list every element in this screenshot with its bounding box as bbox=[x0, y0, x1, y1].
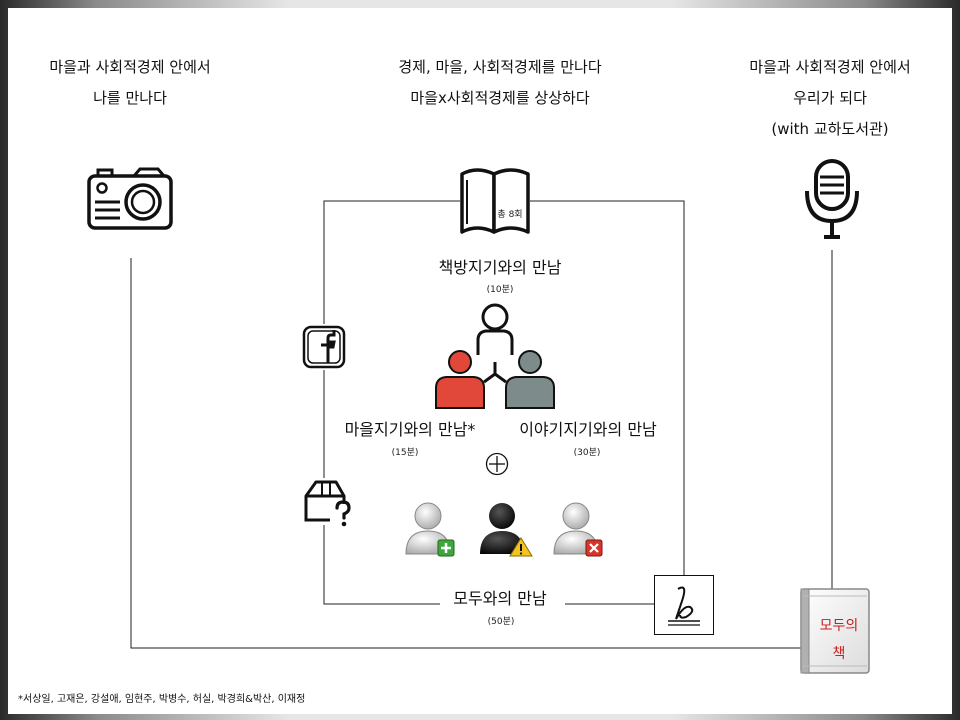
village-meeting-duration: (15분) bbox=[391, 448, 419, 458]
center-header: 경제, 마을, 사회적경제를 만나다 마을x사회적경제를 상상하다 bbox=[360, 52, 640, 114]
red-person bbox=[435, 350, 485, 409]
inner-frame-right bbox=[530, 200, 685, 576]
center-header-line1: 경제, 마을, 사회적경제를 만나다 bbox=[398, 58, 602, 76]
everyone-book-line1: 모두의 bbox=[819, 618, 859, 634]
all-meeting-duration: (50분) bbox=[487, 617, 515, 627]
signature-icon bbox=[654, 575, 714, 635]
book-meeting-label: 책방지기와의 만남 bbox=[438, 258, 562, 277]
gray-person bbox=[505, 350, 555, 409]
facebook-icon bbox=[302, 325, 346, 369]
inner-frame-bottom-left bbox=[323, 525, 440, 605]
user-add-icon bbox=[405, 502, 455, 557]
everyone-book-icon bbox=[800, 588, 870, 674]
center-header-line2: 마을x사회적경제를 상상하다 bbox=[410, 89, 590, 107]
all-meeting-label: 모두와의 만남 bbox=[453, 589, 547, 608]
right-header-line2: 우리가 되다 bbox=[793, 89, 867, 107]
user-remove-icon bbox=[553, 502, 603, 557]
footnote: *서상일, 고재은, 강설애, 임현주, 박병수, 허실, 박경희&박산, 이재… bbox=[18, 694, 306, 705]
camera-icon bbox=[87, 167, 173, 230]
left-header-line1: 마을과 사회적경제 안에서 bbox=[49, 58, 211, 76]
story-meeting-duration: (30분) bbox=[573, 448, 601, 458]
book-icon bbox=[460, 168, 530, 234]
everyone-book-line2: 책 bbox=[832, 646, 846, 662]
plus-circle-icon bbox=[485, 452, 509, 476]
village-meeting-label: 마을지기와의 만남* bbox=[344, 420, 476, 439]
book-badge: 총 8회 bbox=[497, 210, 523, 220]
people-network-icon bbox=[435, 303, 555, 409]
diagram-canvas bbox=[8, 8, 952, 714]
right-header-line3: (with 교하도서관) bbox=[771, 120, 889, 138]
right-header-line1: 마을과 사회적경제 안에서 bbox=[749, 58, 911, 76]
user-warning-icon bbox=[480, 503, 533, 557]
top-person-outline bbox=[476, 303, 514, 355]
right-header: 마을과 사회적경제 안에서 우리가 되다 (with 교하도서관) bbox=[720, 52, 940, 145]
mystery-box-icon bbox=[304, 480, 351, 527]
story-meeting-label: 이야기지기와의 만남 bbox=[519, 420, 657, 439]
inner-frame-line bbox=[323, 200, 460, 324]
outer-path-left bbox=[130, 258, 803, 649]
everyone-book-title: 모두의 책 bbox=[806, 612, 872, 668]
book-meeting-duration: (10분) bbox=[486, 285, 514, 295]
left-header-line2: 나를 만나다 bbox=[93, 89, 167, 107]
microphone-icon bbox=[805, 159, 859, 239]
left-header: 마을과 사회적경제 안에서 나를 만나다 bbox=[20, 52, 240, 114]
